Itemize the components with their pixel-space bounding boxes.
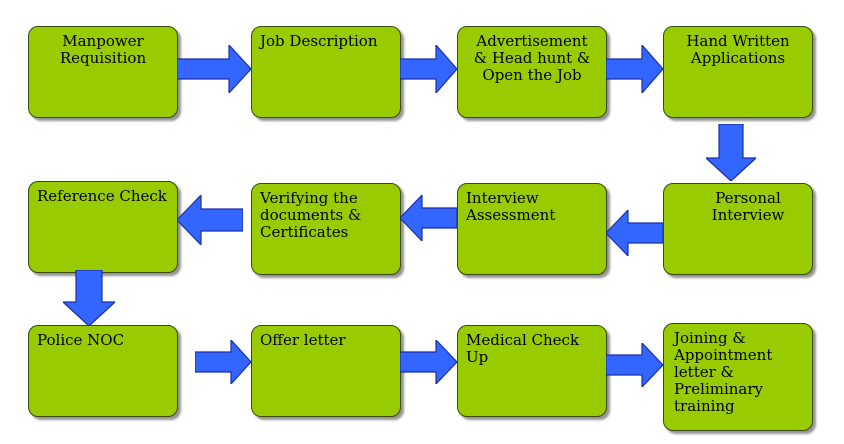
step-label: Police NOC — [37, 331, 125, 349]
step-manpower-requisition: Manpower Requisition — [28, 26, 178, 118]
arrow-right-icon — [606, 45, 663, 93]
step-label: Verifying the documents & Certificates — [260, 189, 362, 241]
arrow-right-icon — [400, 340, 457, 384]
step-label: Manpower Requisition — [59, 32, 147, 67]
arrow-right-icon — [195, 340, 251, 384]
step-label: Interview Assessment — [466, 189, 556, 224]
step-verifying-documents: Verifying the documents & Certificates — [251, 183, 401, 275]
step-offer-letter: Offer letter — [251, 325, 401, 417]
step-joining-appointment: Joining & Appointment letter & Prelimina… — [663, 323, 813, 431]
arrow-left-icon — [606, 210, 663, 256]
step-label: Medical Check Up — [466, 331, 580, 366]
step-label: Personal Interview — [711, 189, 785, 224]
step-hand-written-applications: Hand Written Applications — [663, 26, 813, 118]
arrow-right-icon — [400, 45, 457, 93]
step-personal-interview: Personal Interview — [663, 183, 813, 275]
arrow-right-icon — [606, 343, 663, 387]
arrow-right-icon — [177, 45, 251, 93]
arrow-down-icon — [63, 270, 115, 326]
step-label: Reference Check — [37, 187, 167, 205]
step-advertisement: Advertisement & Head hunt & Open the Job — [457, 26, 607, 118]
step-label: Hand Written Applications — [686, 32, 790, 67]
arrow-down-icon — [706, 124, 756, 181]
step-label: Advertisement & Head hunt & Open the Job — [473, 32, 591, 84]
arrow-left-icon — [177, 195, 243, 245]
step-label: Joining & Appointment letter & Prelimina… — [674, 329, 773, 415]
step-job-description: Job Description — [251, 26, 401, 118]
arrow-left-icon — [400, 195, 457, 241]
step-interview-assessment: Interview Assessment — [457, 183, 607, 275]
step-label: Offer letter — [260, 331, 346, 349]
step-police-noc: Police NOC — [28, 325, 178, 417]
step-medical-check-up: Medical Check Up — [457, 325, 607, 417]
step-reference-check: Reference Check — [28, 181, 178, 273]
step-label: Job Description — [260, 32, 378, 50]
